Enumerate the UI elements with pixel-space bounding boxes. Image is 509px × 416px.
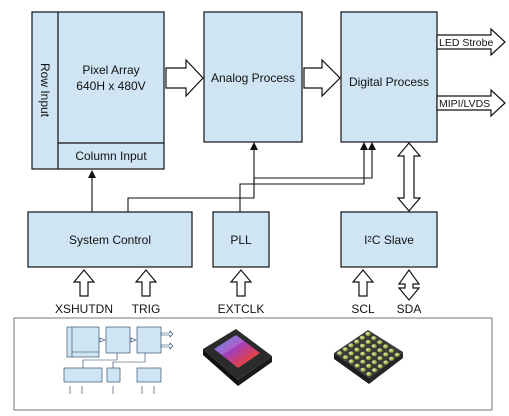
arrow-xshutdn [72,269,96,297]
arrow-mipi-lvds [436,88,506,118]
solder-ball [354,363,360,368]
mini-block-diagram-thumbnail [55,322,175,402]
solder-ball [348,351,354,356]
i2c-slave-block [340,211,438,268]
scl-label: SCL [351,302,375,316]
solder-ball [359,335,365,340]
solder-ball [365,339,371,345]
arrow-led-strobe [436,27,506,57]
solder-ball [366,355,372,361]
row-input-label: Row Input [38,62,52,118]
control-lines [91,146,373,212]
solder-ball [377,348,383,353]
i2c-slave-prefix: I [364,232,368,247]
solder-ball [365,331,371,337]
pll-block [212,211,270,268]
solder-ball [354,339,360,344]
solder-ball [383,360,389,365]
arrow-scl [351,269,375,297]
system-control-block [27,211,193,268]
analog-process-label: Analog Process [210,71,296,85]
bga-solder-balls [337,331,400,377]
solder-ball [371,344,377,349]
solder-ball [360,359,366,364]
solder-ball [360,343,366,348]
solder-ball [383,352,389,357]
sda-label: SDA [396,302,422,316]
trig-label: TRIG [131,302,161,316]
solder-ball [366,371,372,377]
solder-ball [389,356,395,361]
pixel-array-resolution: 640H x 480V [76,79,146,93]
solder-ball [377,364,383,369]
solder-ball [372,368,378,373]
digital-process-label: Digital Process [348,75,430,89]
control-arrowheads [88,142,376,178]
analog-process-block [203,11,303,143]
xshutdn-label: XSHUTDN [54,302,113,316]
pixel-array-title: Pixel Array [82,63,140,77]
solder-ball [388,348,394,353]
solder-ball [348,359,354,364]
pixel-array-label: Pixel Array 640H x 480V [58,50,164,106]
arrow-pixel-to-analog [165,58,204,98]
led-strobe-label: LED Strobe [439,37,494,49]
pll-label: PLL [230,232,252,247]
solder-ball [371,360,377,365]
solder-ball [365,347,371,353]
solder-ball [354,355,360,360]
mipi-lvds-label: MIPI/LVDS [439,98,491,110]
solder-ball [343,355,349,360]
solder-ball [348,343,354,348]
arrow-analog-to-digital [303,58,341,98]
extclk-label: EXTCLK [217,302,265,316]
arrow-trig [134,269,158,297]
sensor-chip-image [203,329,272,386]
solder-ball [383,344,389,349]
i2c-slave-suffix: C Slave [371,232,414,247]
solder-ball [371,352,377,357]
arrow-i2c-digital-bidirectional [396,142,422,212]
solder-ball [360,351,366,356]
solder-ball [371,336,377,341]
digital-process-block [340,11,438,143]
solder-ball [394,352,400,357]
solder-ball [342,347,348,352]
column-input-label: Column Input [75,149,147,163]
solder-ball [366,363,372,369]
arrow-sda [397,268,421,301]
bga-package-image [334,330,403,384]
system-control-label: System Control [68,232,152,247]
arrow-extclk [229,269,253,297]
solder-ball [377,356,383,361]
solder-ball [360,367,366,372]
solder-ball [354,347,360,352]
solder-ball [377,340,383,345]
solder-ball [337,351,343,356]
